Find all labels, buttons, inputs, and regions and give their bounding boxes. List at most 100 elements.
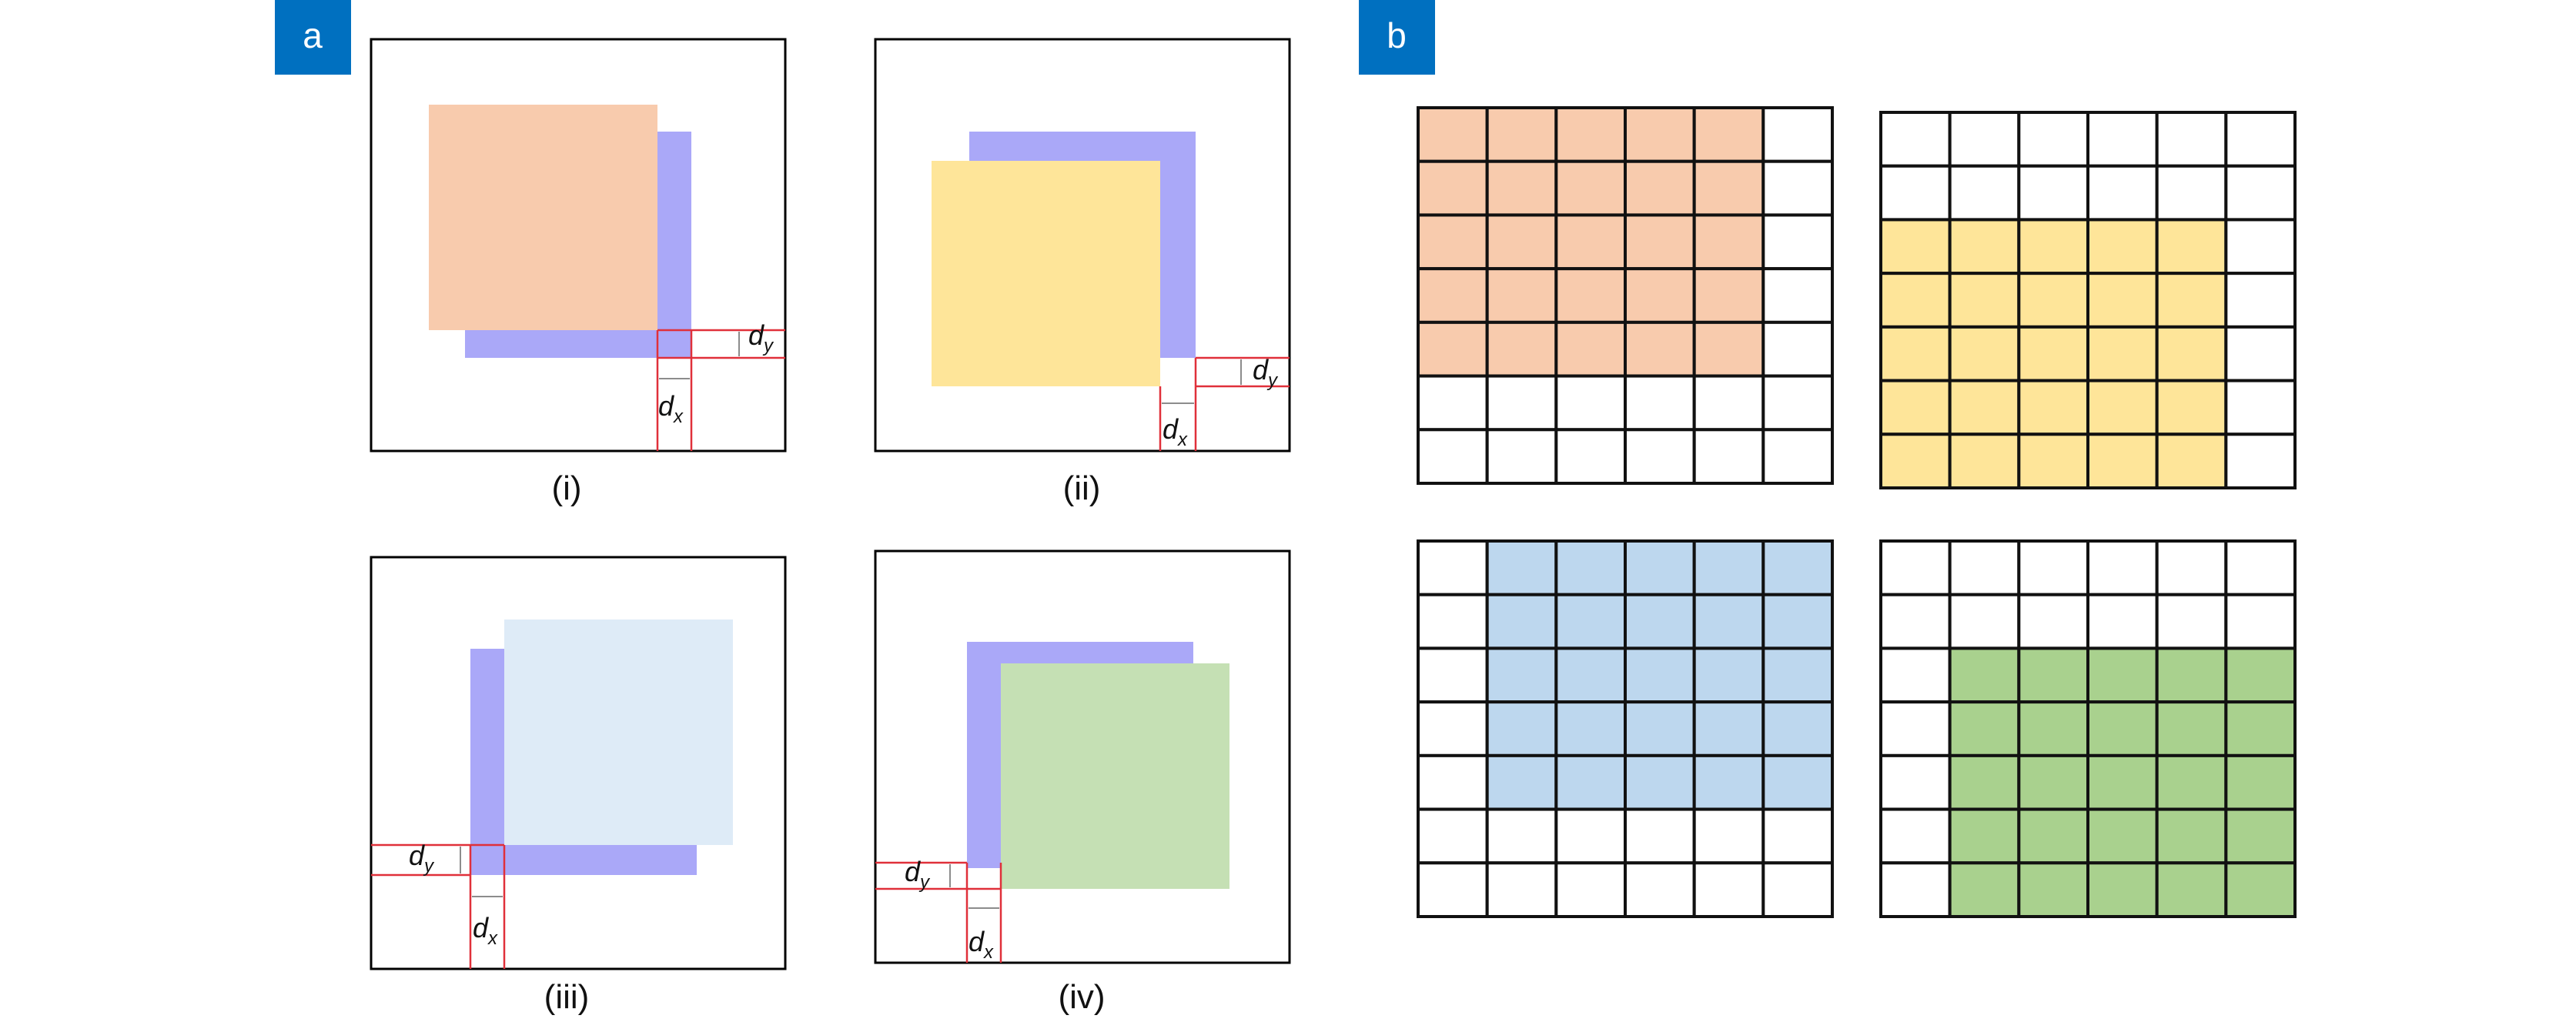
- grid-cell-filled: [1485, 539, 1558, 596]
- grid-cell-empty: [1879, 593, 1952, 650]
- panel-b-label: b: [1387, 15, 1407, 55]
- grid-cell-filled: [1879, 433, 1952, 489]
- grid-cell-filled: [2224, 646, 2297, 704]
- grid-cell-empty: [1417, 646, 1489, 704]
- grid-cell-filled: [1554, 320, 1628, 378]
- grid-cell-empty: [2224, 164, 2297, 222]
- grid-cell-filled: [2086, 325, 2159, 382]
- grid-cell-filled: [2155, 861, 2228, 919]
- grid-cell-empty: [1761, 213, 1834, 271]
- grid-cell-empty: [2224, 272, 2297, 329]
- grid-cell-filled: [1948, 807, 2021, 865]
- grid-cell-filled: [2017, 646, 2089, 704]
- subfigure-i: dx dy (i): [370, 38, 787, 507]
- grid-cell-empty: [1879, 753, 1952, 811]
- panel-a-badge: [275, 0, 351, 75]
- grid-cell-empty: [2224, 325, 2297, 382]
- grid-cell-empty: [1417, 807, 1489, 865]
- grid-cell-filled: [2155, 807, 2228, 865]
- grid-cell-empty: [1485, 807, 1558, 865]
- grid-cell-filled: [1624, 700, 1696, 757]
- dimension-arrows-ii: [1162, 359, 1242, 404]
- grid-cell-empty: [1554, 374, 1628, 432]
- grid-cell-filled: [1485, 593, 1558, 650]
- grid-cell-filled: [2224, 700, 2297, 757]
- grid-cell-filled: [1554, 646, 1628, 704]
- grid-cell-empty: [1761, 807, 1834, 865]
- grid-cell-filled: [1624, 267, 1696, 324]
- grid-cell-empty: [2155, 593, 2228, 650]
- grid-cell-empty: [1761, 861, 1834, 919]
- grid-cell-filled: [2086, 379, 2159, 436]
- grid-cell-filled: [1624, 106, 1696, 163]
- grid-cell-empty: [2086, 593, 2159, 650]
- grid-cell-filled: [1761, 646, 1834, 704]
- grid-cell-empty: [1417, 539, 1489, 596]
- grid-cell-filled: [1692, 267, 1765, 324]
- moving-square-iii: [504, 620, 733, 845]
- grid-cell-filled: [2086, 861, 2159, 919]
- grid-cell-filled: [2155, 379, 2228, 436]
- grid-cell-filled: [1948, 272, 2021, 329]
- caption-iii: (iii): [544, 978, 590, 1016]
- grid-cell-filled: [1485, 320, 1558, 378]
- dy-label-i: dy: [748, 319, 774, 356]
- grid-cell-empty: [1761, 320, 1834, 378]
- grid-cell-filled: [1879, 218, 1952, 276]
- dx-label-iv: dx: [969, 926, 994, 963]
- grid-cell-empty: [1879, 539, 1952, 596]
- dx-label-ii: dx: [1163, 413, 1188, 450]
- grid-cell-filled: [2017, 218, 2089, 276]
- dy-label-iv: dy: [905, 856, 931, 893]
- grid-cell-empty: [1417, 374, 1489, 432]
- grid-cell-filled: [1624, 320, 1696, 378]
- grid-cell-filled: [1692, 646, 1765, 704]
- grid-cell-empty: [1761, 267, 1834, 324]
- grid-cell-filled: [1948, 700, 2021, 757]
- grid-cell-filled: [1485, 106, 1558, 163]
- grid-cell-empty: [1761, 159, 1834, 217]
- grid-cell-filled: [2086, 753, 2159, 811]
- grid-cell-filled: [1554, 267, 1628, 324]
- dy-label-ii: dy: [1253, 354, 1279, 391]
- grid-cell-empty: [2086, 111, 2159, 168]
- grid-cell-empty: [1417, 428, 1489, 485]
- offset-markers-i: [656, 329, 785, 451]
- grid-cell-filled: [2224, 807, 2297, 865]
- grid-cell-filled: [1554, 539, 1628, 596]
- grid-cell-empty: [1879, 861, 1952, 919]
- grid-cell-filled: [1417, 267, 1489, 324]
- grid-cell-filled: [2086, 433, 2159, 489]
- grid-cell-empty: [1948, 539, 2021, 596]
- grid-cell-filled: [1485, 213, 1558, 271]
- grid-cell-empty: [1554, 428, 1628, 485]
- grid-cell-filled: [2086, 646, 2159, 704]
- grid-cell-empty: [1879, 646, 1952, 704]
- panel-a: a dx dy (i): [275, 0, 1291, 1016]
- grid-cell-filled: [1417, 213, 1489, 271]
- grid-cell-empty: [1554, 861, 1628, 919]
- grid-cell-filled: [1624, 159, 1696, 217]
- grid-cell-filled: [1624, 539, 1696, 596]
- grid-cell-empty: [2086, 164, 2159, 222]
- grid-cell-empty: [1624, 374, 1696, 432]
- grid-cell-empty: [1879, 111, 1952, 168]
- panel-b: b: [1359, 0, 2297, 919]
- grid-cell-filled: [1485, 267, 1558, 324]
- grid-cell-filled: [2086, 272, 2159, 329]
- grid-cell-filled: [1879, 272, 1952, 329]
- pixel-grid-2: [1879, 111, 2297, 489]
- grid-cell-filled: [1692, 106, 1765, 163]
- panel-b-badge: [1359, 0, 1435, 75]
- grid-cell-empty: [1624, 861, 1696, 919]
- grid-cell-empty: [1417, 861, 1489, 919]
- grid-cell-empty: [2017, 111, 2089, 168]
- grid-cell-empty: [1948, 593, 2021, 650]
- grid-cell-empty: [1417, 700, 1489, 757]
- grid-cell-empty: [1879, 164, 1952, 222]
- grid-cell-filled: [2086, 218, 2159, 276]
- grid-cell-filled: [1624, 646, 1696, 704]
- grid-cell-filled: [1948, 379, 2021, 436]
- grid-cell-empty: [1692, 374, 1765, 432]
- grid-cell-filled: [2155, 325, 2228, 382]
